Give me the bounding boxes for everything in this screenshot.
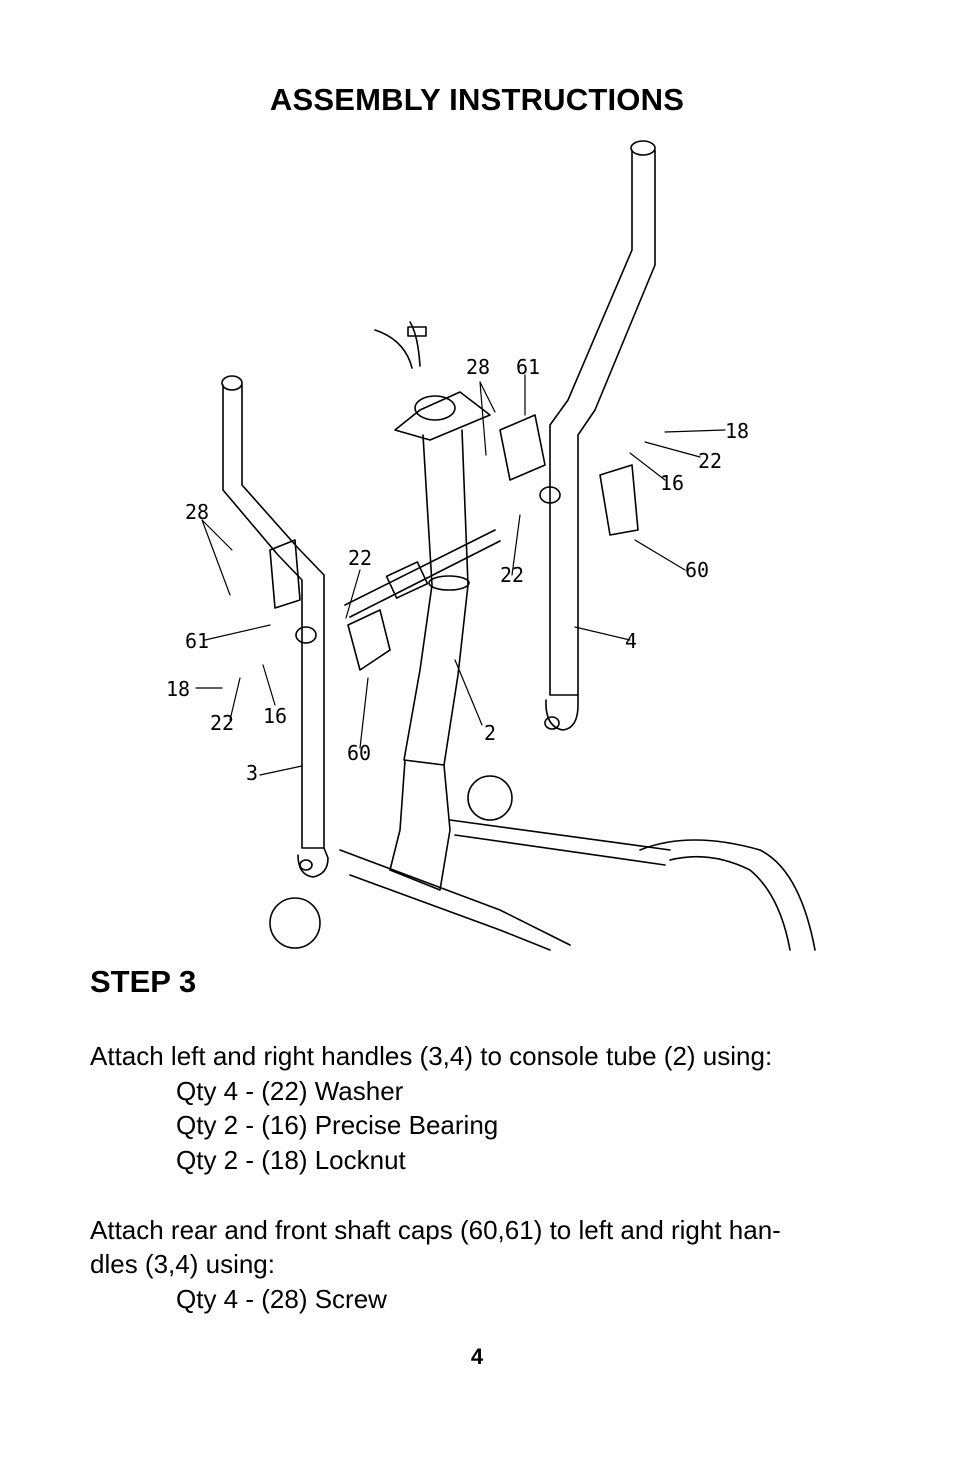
assembly-drawing: 28 61 18 22 16 60 22 4 28 22 61 18 22 16… bbox=[166, 140, 816, 951]
page-number: 4 bbox=[470, 1344, 484, 1369]
callout-61-left: 61 bbox=[185, 629, 209, 653]
leader-lines bbox=[195, 374, 726, 776]
callout-4: 4 bbox=[625, 629, 637, 653]
callout-labels: 28 61 18 22 16 60 22 4 28 22 61 18 22 16… bbox=[166, 355, 749, 785]
parts-list-item: Qty 2 - (16) Precise Bearing bbox=[176, 1110, 499, 1140]
callout-60-right: 60 bbox=[685, 558, 709, 582]
callout-3: 3 bbox=[246, 761, 258, 785]
right-handle-part-4 bbox=[544, 140, 656, 731]
callout-18-right: 18 bbox=[725, 419, 749, 443]
callout-2: 2 bbox=[484, 721, 496, 745]
base-frame bbox=[269, 759, 816, 951]
callout-28-top: 28 bbox=[466, 355, 490, 379]
callout-22-mid-left: 22 bbox=[348, 546, 372, 570]
page-title: ASSEMBLY INSTRUCTIONS bbox=[269, 82, 685, 117]
parts-list-item: Qty 4 - (22) Washer bbox=[176, 1076, 404, 1106]
console-tube-part-2 bbox=[374, 321, 491, 766]
instruction-paragraph-2-line-1: Attach rear and front shaft caps (60,61)… bbox=[90, 1215, 781, 1245]
step-heading: STEP 3 bbox=[90, 964, 197, 999]
callout-18-left: 18 bbox=[166, 677, 190, 701]
left-handle-part-3 bbox=[221, 375, 329, 878]
callout-28-left: 28 bbox=[185, 500, 209, 524]
callout-60-left: 60 bbox=[347, 741, 371, 765]
callout-16-left: 16 bbox=[263, 704, 287, 728]
shaft-caps-60-61 bbox=[269, 414, 639, 671]
parts-list-item: Qty 4 - (28) Screw bbox=[176, 1284, 387, 1314]
callout-61-top: 61 bbox=[516, 355, 540, 379]
assembly-diagram: 28 61 18 22 16 60 22 4 28 22 61 18 22 16… bbox=[150, 130, 830, 955]
pivot-shaft bbox=[295, 486, 561, 644]
callout-16-right: 16 bbox=[660, 471, 684, 495]
callout-22-right: 22 bbox=[698, 449, 722, 473]
instruction-paragraph-2-line-2: dles (3,4) using: bbox=[90, 1249, 275, 1279]
instruction-paragraph-1: Attach left and right handles (3,4) to c… bbox=[90, 1041, 773, 1071]
callout-22-left: 22 bbox=[210, 711, 234, 735]
callout-22-mid-right: 22 bbox=[500, 563, 524, 587]
parts-list-item: Qty 2 - (18) Locknut bbox=[176, 1145, 406, 1175]
